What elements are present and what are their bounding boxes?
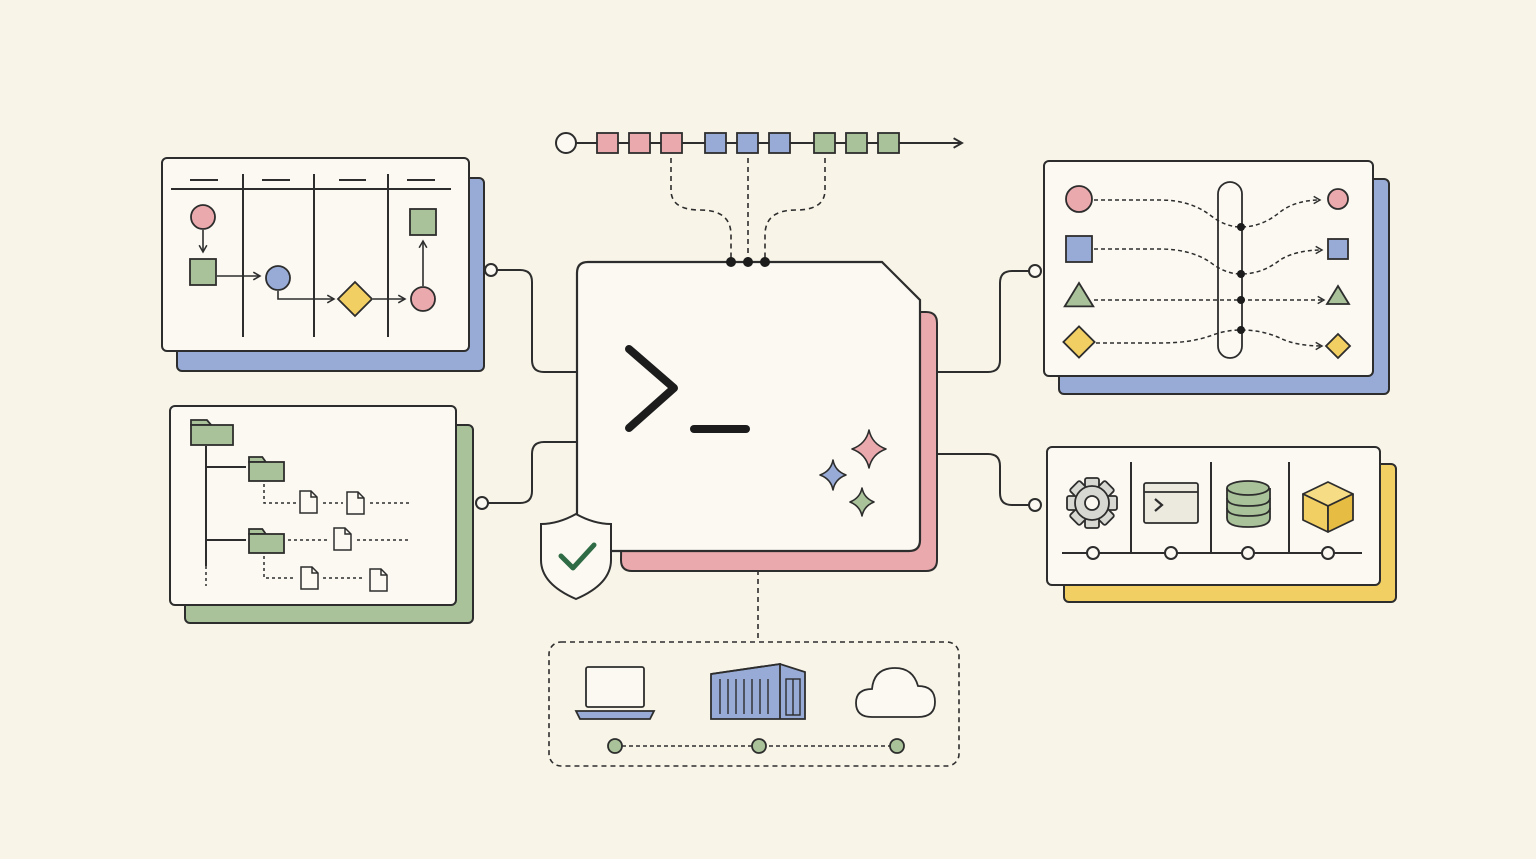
process-node: [265, 265, 291, 291]
pipeline-step-pink: [660, 132, 683, 154]
pipeline-timeline: [555, 132, 964, 154]
shield-check-icon: [540, 512, 612, 601]
square-marker: [1065, 235, 1093, 263]
laptop-icon: [574, 666, 656, 720]
shipping-container-icon: [710, 662, 806, 720]
pipeline-step-green: [813, 132, 836, 154]
workflow-nodes: [189, 204, 437, 318]
pipeline-step-green: [877, 132, 900, 154]
tools-panel: [1046, 446, 1397, 603]
done-node: [409, 208, 437, 236]
connector-routing: [920, 270, 1035, 373]
file-icon: [300, 566, 319, 590]
pipeline-step-blue: [736, 132, 759, 154]
folder-icon: [248, 528, 285, 554]
terminal-prompt-icon: [625, 345, 750, 433]
deploy-stops: [607, 738, 905, 754]
tree-lines: [205, 446, 246, 566]
square-marker: [1327, 238, 1349, 260]
file-icon: [346, 491, 365, 515]
router-bus: [1217, 181, 1243, 359]
connector-tools: [920, 453, 1035, 506]
router-junctions: [1237, 223, 1245, 334]
database-icon: [1226, 480, 1271, 528]
start-node: [190, 204, 216, 230]
file-icon: [369, 568, 388, 592]
diamond-marker: [1324, 332, 1352, 360]
tool-stops: [1086, 546, 1335, 560]
pipeline-links: [670, 158, 826, 258]
pipeline-step-blue: [768, 132, 791, 154]
endpoint-workflow: [484, 263, 498, 277]
task-node: [189, 258, 217, 286]
pipeline-step-blue: [704, 132, 727, 154]
pipeline-start: [555, 132, 577, 154]
tree-dashes: [205, 484, 410, 586]
package-box-icon: [1302, 481, 1354, 533]
pipeline-step-pink: [596, 132, 619, 154]
terminal-window: [575, 257, 938, 572]
workflow-board-panel: [161, 157, 485, 372]
deploy-targets-panel: [548, 641, 960, 767]
endpoint-routing: [1028, 264, 1042, 278]
triangle-marker: [1063, 281, 1095, 308]
diamond-marker: [1062, 325, 1096, 359]
cloud-icon: [855, 667, 936, 718]
pipeline-ports: [726, 257, 770, 267]
circle-marker: [1065, 185, 1093, 213]
circle-marker: [1327, 188, 1349, 210]
connector-endpoints: [475, 263, 1042, 512]
endpoint-tools: [1028, 498, 1042, 512]
terminal-card: [575, 260, 922, 553]
connector-lines: [482, 269, 1035, 506]
end-node: [410, 286, 436, 312]
sparkles-icon: [819, 429, 887, 517]
endpoint-filetree: [475, 496, 489, 510]
routing-panel: [1043, 160, 1390, 395]
file-icon: [299, 490, 318, 514]
tool-dividers: [1062, 462, 1362, 554]
triangle-marker: [1325, 284, 1351, 305]
pipeline-step-pink: [628, 132, 651, 154]
routing-paths: [1094, 195, 1326, 351]
console-window-icon: [1143, 482, 1199, 524]
connector-workflow: [491, 269, 578, 373]
file-icon: [333, 527, 352, 551]
pipeline-step-green: [845, 132, 868, 154]
folder-icon: [190, 419, 234, 446]
folder-icon: [248, 456, 285, 482]
connector-filetree: [482, 441, 578, 504]
file-tree-panel: [169, 405, 474, 624]
gear-icon: [1066, 477, 1118, 529]
workflow-arrows: [198, 230, 428, 304]
decision-node: [336, 280, 374, 318]
